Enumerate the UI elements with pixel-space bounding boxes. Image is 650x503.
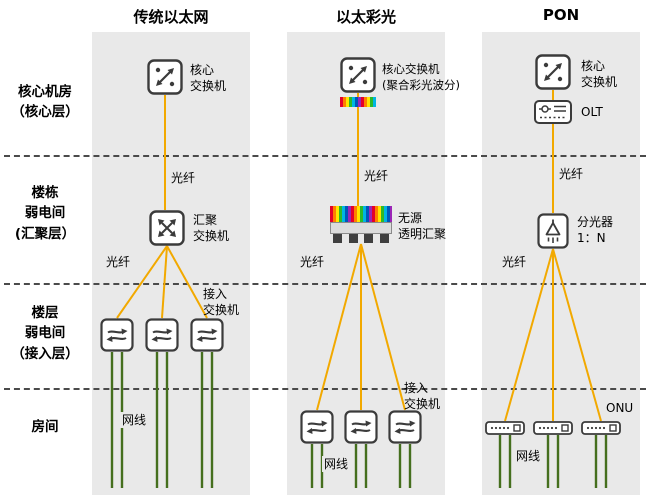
fiber-label: 光纤 [106,255,131,269]
access-switch-label: 接入 交换机 [404,381,441,412]
access-switch-icon [300,410,334,444]
splitter-label: 分光器 1：N [577,215,614,246]
access-switch-icon [100,318,134,352]
core-switch-label: 核心 交换机 [581,59,618,90]
passive-aggregation-module-icon [330,206,392,244]
module-body [330,222,392,234]
access-switch-icon [190,318,224,352]
onu-icon [581,421,621,435]
aggregation-switch-label: 汇聚 交换机 [193,213,230,244]
olt-label: OLT [581,105,603,119]
core-switch-label: 核心 交换机 [190,63,227,94]
panel-traditional-ethernet [92,32,250,495]
access-switch-icon [344,410,378,444]
layer-label-access: 楼层 弱电间 （接入层） [11,305,79,362]
column-title-color-ethernet: 以太彩光 [335,8,396,26]
optical-splitter-icon [537,213,569,249]
onu-icon [533,421,573,435]
fiber-label: 光纤 [300,255,325,269]
fiber-label: 光纤 [364,169,389,183]
fiber-lines [116,90,602,422]
fiber-label: 光纤 [502,255,527,269]
rainbow-stripes-icon [330,206,392,222]
network-cable-label: 网线 [120,412,149,429]
module-ports [330,234,392,244]
fiber-label: 光纤 [171,171,196,185]
core-switch-icon [535,54,571,90]
layer-label-room: 房间 [31,419,59,435]
access-switch-label: 接入 交换机 [203,287,240,318]
onu-label: ONU [606,401,634,415]
access-switch-icon [145,318,179,352]
fiber-label: 光纤 [559,167,584,181]
network-cable-label: 网线 [514,448,543,465]
network-cable-label: 网线 [322,456,351,473]
core-switch-icon [147,59,183,95]
column-title-pon: PON [542,6,580,24]
network-cable-lines [110,352,608,488]
layer-divider-core-aggregation [4,155,646,157]
access-switch-icon [388,410,422,444]
wdm-rainbow-bar-icon [340,97,376,107]
core-switch-label: 核心交换机 (聚合彩光波分) [382,62,460,92]
passive-aggregation-label: 无源 透明汇聚 [398,211,447,242]
core-switch-icon [340,57,376,93]
layer-label-core: 核心机房 （核心层） [11,84,79,121]
layer-divider-access-room [4,388,646,390]
olt-icon [534,100,572,124]
layer-divider-aggregation-access [4,283,646,285]
onu-icon [485,421,525,435]
aggregation-switch-icon [149,210,185,246]
column-title-traditional-ethernet: 传统以太网 [133,8,209,26]
layer-label-aggregation: 楼栋 弱电间 (汇聚层） [14,185,76,242]
